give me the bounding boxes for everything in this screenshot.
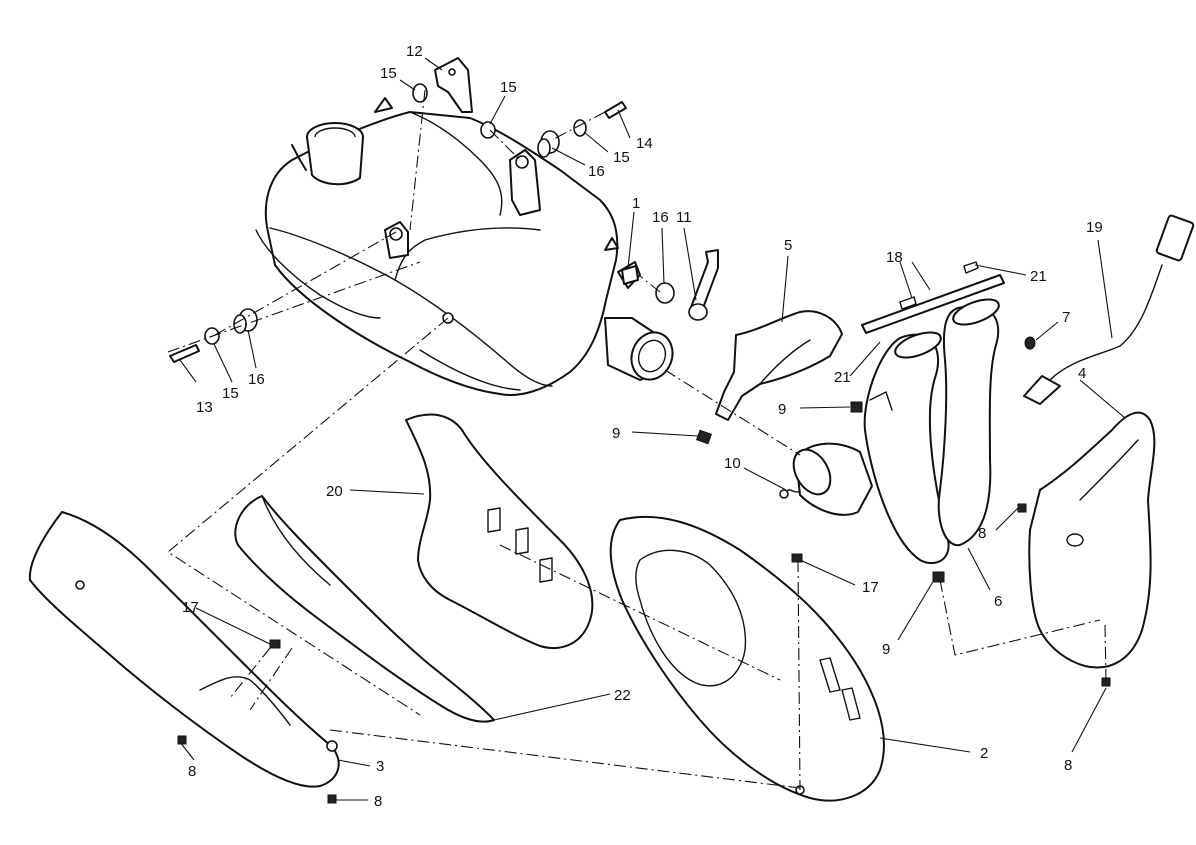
callout-21: 21 bbox=[1030, 268, 1047, 285]
callout-9: 9 bbox=[778, 401, 786, 418]
bolt-13 bbox=[169, 344, 200, 363]
callout-8: 8 bbox=[374, 793, 382, 810]
callout-15: 15 bbox=[380, 65, 397, 82]
bracket-12 bbox=[434, 57, 473, 113]
heat-shield-3 bbox=[28, 511, 340, 788]
oxygen-sensor-19 bbox=[1023, 214, 1195, 405]
flange-gaskets bbox=[861, 261, 1005, 334]
callout-8: 8 bbox=[1064, 757, 1072, 774]
callout-20: 20 bbox=[326, 483, 343, 500]
callout-21: 21 bbox=[834, 369, 851, 386]
callout-15: 15 bbox=[500, 79, 517, 96]
bolt-14 bbox=[604, 101, 627, 119]
callout-19: 19 bbox=[1086, 219, 1103, 236]
callout-11: 11 bbox=[676, 209, 692, 226]
callout-2: 2 bbox=[980, 745, 988, 762]
callout-8: 8 bbox=[978, 525, 986, 542]
header-pipes bbox=[792, 298, 1000, 565]
callout-16: 16 bbox=[652, 209, 669, 226]
callout-16: 16 bbox=[248, 371, 265, 388]
callout-9: 9 bbox=[882, 641, 890, 658]
heat-shield-22 bbox=[234, 495, 495, 723]
callout-15: 15 bbox=[222, 385, 239, 402]
callout-18: 18 bbox=[886, 249, 903, 266]
callout-17: 17 bbox=[862, 579, 879, 596]
lower-cover-2 bbox=[609, 515, 885, 802]
callout-22: 22 bbox=[614, 687, 631, 704]
callout-3: 3 bbox=[376, 758, 384, 775]
callout-8: 8 bbox=[188, 763, 196, 780]
callout-13: 13 bbox=[196, 399, 213, 416]
callout-14: 14 bbox=[636, 135, 653, 152]
assembly-lines bbox=[167, 89, 1107, 791]
hardware bbox=[169, 57, 1111, 804]
callout-12: 12 bbox=[406, 43, 423, 60]
leader-lines bbox=[179, 57, 1126, 801]
callout-5: 5 bbox=[784, 237, 792, 254]
callout-6: 6 bbox=[994, 593, 1002, 610]
callout-1: 1 bbox=[632, 195, 640, 212]
muffler bbox=[255, 97, 674, 396]
callout-15: 15 bbox=[613, 149, 630, 166]
callout-7: 7 bbox=[1062, 309, 1070, 326]
callout-16: 16 bbox=[588, 163, 605, 180]
heat-shield-20 bbox=[405, 413, 594, 650]
callout-10: 10 bbox=[724, 455, 741, 472]
callout-9: 9 bbox=[612, 425, 620, 442]
callout-4: 4 bbox=[1078, 365, 1086, 382]
heat-shield-4 bbox=[1028, 411, 1156, 669]
callouts: 12 15 15 15 14 16 1 16 11 5 18 21 19 7 2… bbox=[182, 43, 1103, 810]
callout-17: 17 bbox=[182, 599, 199, 616]
